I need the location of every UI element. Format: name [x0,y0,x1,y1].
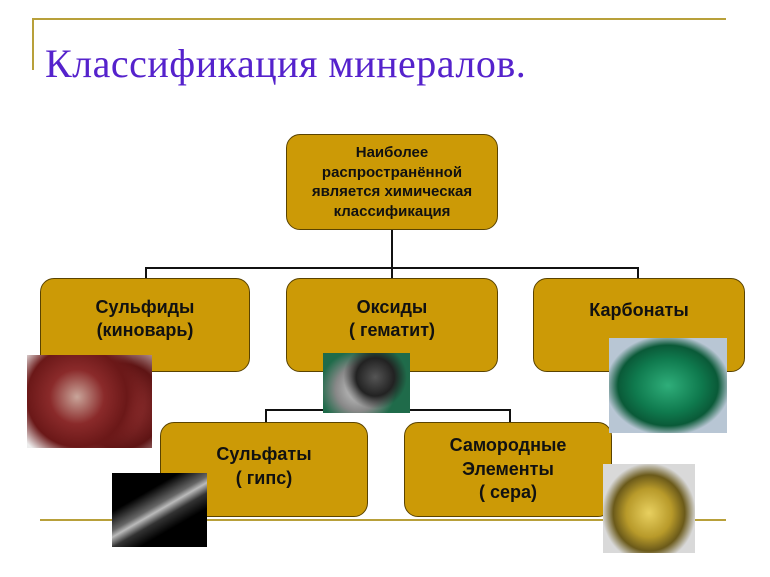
box-line: Оксиды [356,296,428,317]
root-box: Наиболее распространённой является химичес… [286,134,498,230]
root-line: является химическая [311,183,473,200]
connector [391,230,393,278]
box-line: Сульфаты [216,444,312,465]
hematite-image [323,353,410,413]
top-rule [32,18,726,20]
connector [265,409,267,422]
connector [509,409,511,422]
box-line: ( гематит) [348,320,436,340]
left-rule [32,18,34,70]
box-line: Карбонаты [589,300,689,321]
malachite-image [609,338,727,433]
gypsum-image [112,473,207,547]
root-line: классификация [333,202,451,220]
bottom-rule [40,519,726,521]
sulfur-image [603,464,695,553]
box-line: Сульфиды [95,296,195,317]
slide-title: Классификация минералов. [45,41,527,86]
box-line: (киноварь) [96,320,194,340]
root-line: Наиболее [355,144,429,161]
connector [637,267,639,278]
connector [145,267,639,269]
box-line: Элементы [462,458,554,479]
box-line: ( сера) [478,482,538,503]
box-line: Самородные [449,435,567,456]
box-line: ( гипс) [235,467,293,488]
cinnabar-image [27,355,152,448]
connector [145,267,147,278]
root-line: распространённой [321,163,463,181]
